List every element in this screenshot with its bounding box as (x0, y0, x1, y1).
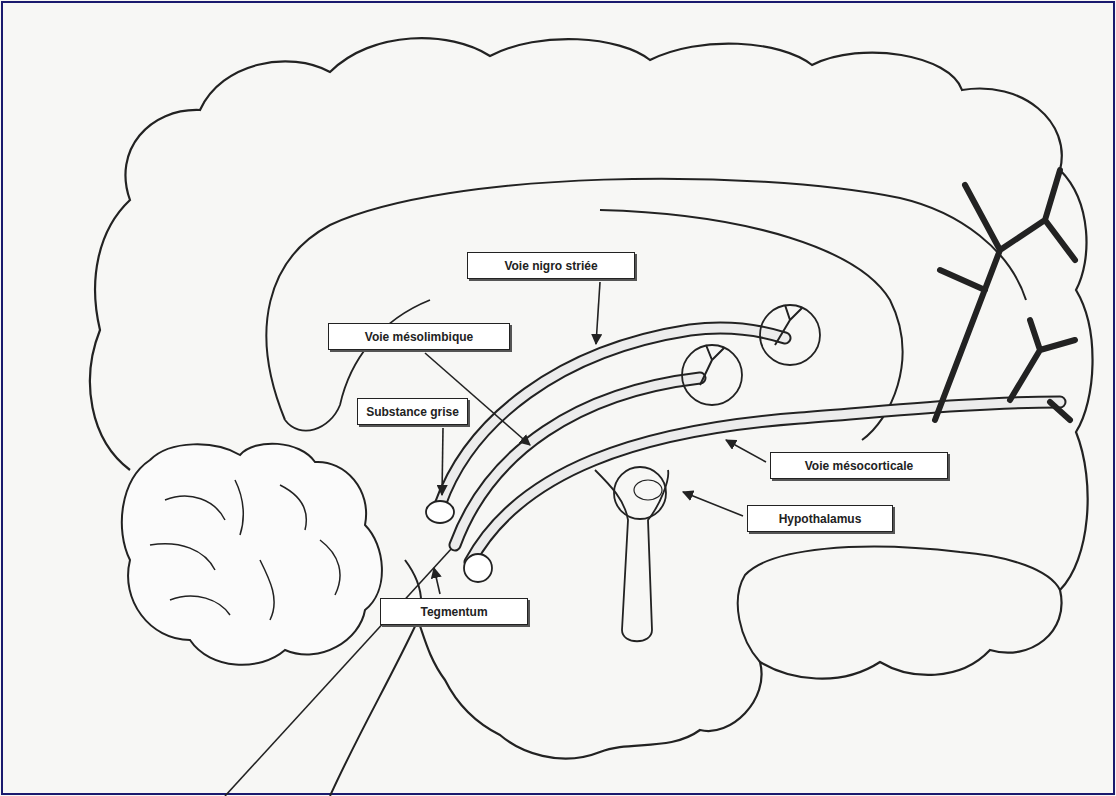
label-box: Hypothalamus (747, 505, 893, 532)
cerebellum (122, 444, 382, 665)
pathway-label: Voie nigro striée (504, 259, 597, 273)
pathway-label: Voie mésocorticale (805, 459, 914, 473)
brain-outline (90, 38, 1093, 758)
cortical-branches (935, 170, 1075, 420)
terminal-branch (775, 305, 802, 345)
label-box: Substance grise (357, 398, 468, 425)
cerebellum-folia (150, 480, 340, 620)
hypothalamus-area (614, 467, 666, 519)
substantia-nigra (426, 501, 454, 523)
dopamine-pathways (440, 328, 1060, 562)
pathway-label: Substance grise (366, 405, 459, 419)
limbic-target (682, 345, 742, 405)
pathway-label: Tegmentum (420, 605, 487, 619)
brainstem (330, 560, 421, 796)
hypothalamus-nucleus (634, 480, 662, 500)
brainstem-front (225, 548, 452, 796)
terminal-branch (700, 345, 724, 385)
label-box: Tegmentum (380, 598, 528, 625)
pituitary (595, 470, 668, 641)
label-box: Voie mésolimbique (328, 323, 510, 350)
temporal-lobe (738, 547, 1060, 662)
tegmentum-area (464, 554, 492, 582)
label-box: Voie nigro striée (467, 252, 635, 279)
pathway-label: Hypothalamus (779, 512, 862, 526)
striatum-target (760, 305, 820, 365)
pathway-label: Voie mésolimbique (365, 330, 473, 344)
label-box: Voie mésocorticale (770, 452, 948, 479)
